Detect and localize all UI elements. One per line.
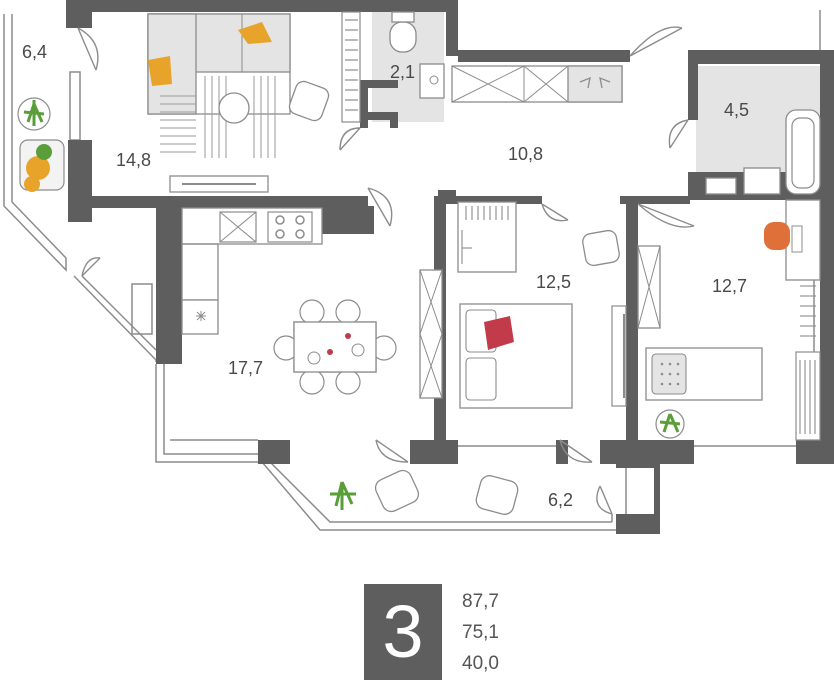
doors — [77, 26, 695, 515]
room-area-balcony-s: 6,2 — [548, 490, 573, 510]
room-area-bedroom-1: 12,5 — [536, 272, 571, 292]
kitchen-cabinet — [419, 269, 443, 399]
living-room-furniture — [147, 11, 361, 193]
rooms-count: 3 — [382, 590, 424, 673]
rooms-count-badge: 3 — [364, 584, 442, 680]
balcony-nw-furniture — [17, 97, 65, 192]
chair — [764, 222, 790, 250]
wc-fixtures — [389, 11, 445, 99]
wardrobe — [341, 11, 361, 123]
third-area: 40,0 — [462, 653, 499, 674]
room-area-bathroom: 4,5 — [724, 100, 749, 120]
bathroom-fixtures — [705, 109, 821, 195]
room-area-balcony-nw: 6,4 — [22, 42, 47, 62]
pillow — [148, 56, 172, 86]
hallway-wardrobe — [451, 65, 623, 103]
sink-icon — [419, 63, 445, 99]
armchair — [288, 80, 330, 122]
living-area: 75,1 — [462, 622, 499, 643]
room-area-kitchen: 17,7 — [228, 358, 263, 378]
bedroom-2-furniture — [637, 199, 821, 441]
kitchen-furniture — [181, 207, 443, 399]
plant-icon — [23, 100, 45, 126]
room-area-bedroom-2: 12,7 — [712, 276, 747, 296]
bedroom-1-furniture — [457, 201, 627, 409]
total-area: 87,7 — [462, 591, 499, 612]
balcony-s-furniture — [330, 469, 519, 515]
coffee-table — [218, 92, 250, 124]
plant-icon — [659, 413, 681, 433]
tv-unit — [611, 305, 627, 407]
desk — [785, 199, 821, 281]
armchair — [475, 475, 519, 515]
closet — [457, 201, 517, 273]
room-area-wc: 2,1 — [390, 62, 415, 82]
pillow — [238, 22, 272, 44]
toilet-icon — [389, 21, 417, 53]
room-area-hallway: 10,8 — [508, 144, 543, 164]
armchair — [374, 469, 420, 513]
bath-sink-icon — [743, 167, 781, 195]
person-icon — [26, 156, 50, 180]
floor-plan: 6,4 14,8 2,1 10,8 4,5 17,7 12,5 12,7 6,2 — [3, 0, 834, 534]
walls — [66, 0, 834, 534]
stove-icon — [267, 211, 313, 243]
bathtub-icon — [785, 109, 821, 195]
area-summary: 87,7 75,1 40,0 — [462, 586, 552, 679]
armchair — [582, 229, 620, 267]
plant-icon — [330, 481, 356, 510]
room-area-living-room: 14,8 — [116, 150, 151, 170]
